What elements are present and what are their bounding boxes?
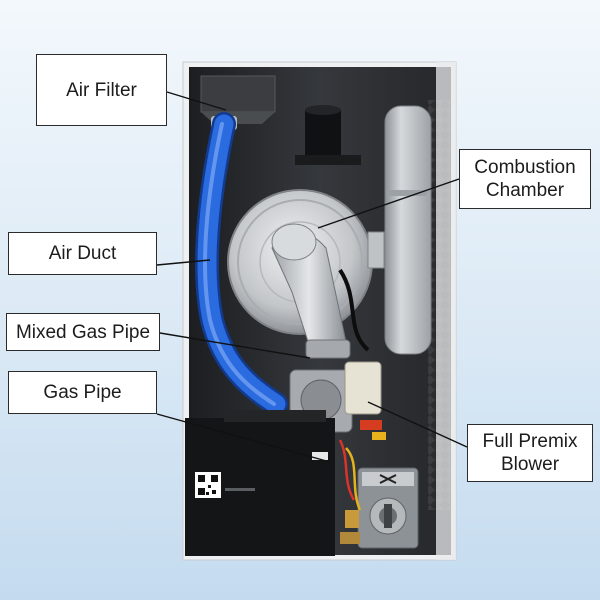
pump-logo-icon (379, 474, 397, 484)
leader-air-filter (166, 91, 227, 111)
leader-gas-pipe (156, 413, 331, 463)
label-mixed-gas-pipe: Mixed Gas Pipe (6, 313, 160, 351)
label-combustion-chamber: Combustion Chamber (459, 149, 591, 209)
leader-lines (156, 91, 468, 463)
mixed-gas-elbow (271, 223, 351, 359)
leader-mixed-gas-pipe (159, 332, 311, 359)
qr-code-icon (195, 472, 221, 498)
flue-outlet (295, 105, 361, 165)
label-air-filter: Air Filter (36, 54, 167, 126)
expansion-tank (384, 105, 432, 355)
label-air-duct: Air Duct (8, 232, 157, 275)
label-full-premix-blower: Full Premix Blower (467, 424, 593, 482)
ignition-cable (338, 268, 370, 352)
leader-premix-blower (367, 401, 468, 448)
leader-air-duct (156, 259, 211, 266)
label-gas-pipe: Gas Pipe (8, 371, 157, 414)
leader-combustion-chamber (317, 178, 460, 229)
wiring (338, 439, 362, 544)
air-filter-unit (200, 75, 276, 130)
